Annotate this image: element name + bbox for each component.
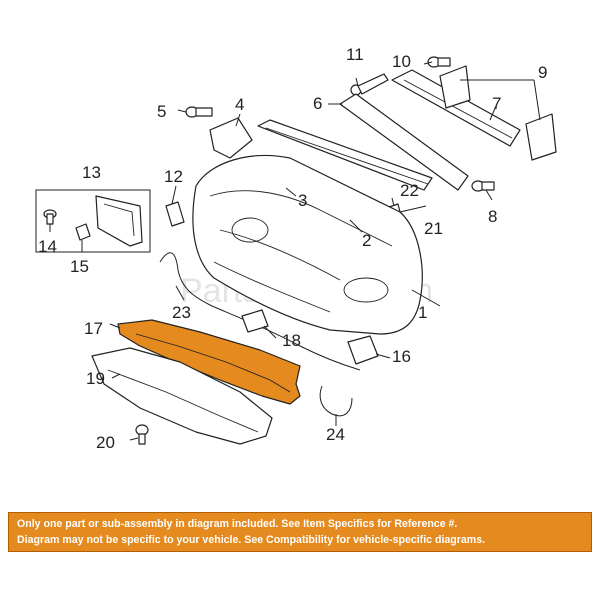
leader-lines: [49, 61, 541, 441]
part-16-sensor: [347, 335, 379, 365]
callout-24: 24: [326, 425, 345, 444]
callout-3: 3: [298, 191, 307, 210]
part-13-box: [35, 189, 151, 253]
callout-21: 21: [424, 219, 443, 238]
part-7-detail: [403, 79, 513, 139]
part-17-detail: [135, 333, 291, 393]
callout-6: 6: [313, 94, 322, 113]
part-4-bracket: [209, 117, 253, 159]
notice-line-1: Only one part or sub-assembly in diagram…: [17, 518, 458, 530]
callout-2: 2: [362, 231, 371, 250]
part-9-bracket-right: [525, 113, 557, 161]
part-9-bracket-left: [439, 65, 471, 109]
callout-22: 22: [400, 181, 419, 200]
callout-18: 18: [282, 331, 301, 350]
callout-23: 23: [172, 303, 191, 322]
callout-12: 12: [164, 167, 183, 186]
part-7-reinforcement: [339, 93, 469, 191]
callout-19: 19: [86, 369, 105, 388]
part-18-bracket: [241, 309, 269, 333]
callout-9: 9: [538, 63, 547, 82]
callout-14: 14: [38, 237, 57, 256]
callout-5: 5: [157, 102, 166, 121]
callout-16: 16: [392, 347, 411, 366]
callout-8: 8: [488, 207, 497, 226]
part-8-bolt: [471, 180, 495, 192]
part-17-highlighted-absorber: [117, 319, 301, 405]
notice-line-2: Diagram may not be specific to your vehi…: [17, 534, 486, 546]
callout-7: 7: [492, 94, 501, 113]
callout-15: 15: [70, 257, 89, 276]
part-11-stud: [350, 73, 389, 96]
callout-20: 20: [96, 433, 115, 452]
part-20-clip: [135, 424, 149, 445]
part-23-wiring: [159, 252, 361, 371]
callout-4: 4: [235, 95, 244, 114]
part-15-clip: [75, 223, 91, 241]
part-19-undercover: [91, 347, 273, 445]
callout-11: 11: [346, 45, 364, 64]
part-13-bracket-detail: [103, 203, 135, 237]
part-14-bolt: [43, 209, 57, 225]
callout-1: 1: [418, 303, 427, 322]
callout-13: 13: [82, 163, 101, 182]
part-12-bracket: [165, 201, 185, 227]
part-24-harness: [319, 385, 353, 417]
callout-17: 17: [84, 319, 103, 338]
part-19-detail: [107, 369, 259, 433]
part-10-bolt: [427, 56, 451, 68]
part-6-detail: [265, 127, 429, 185]
part-13-bracket: [95, 195, 143, 247]
notice-banner: Only one part or sub-assembly in diagram…: [8, 512, 592, 552]
part-1-bumper-cover: [192, 154, 423, 335]
callout-10: 10: [392, 52, 411, 71]
part-5-bolt: [185, 106, 213, 118]
